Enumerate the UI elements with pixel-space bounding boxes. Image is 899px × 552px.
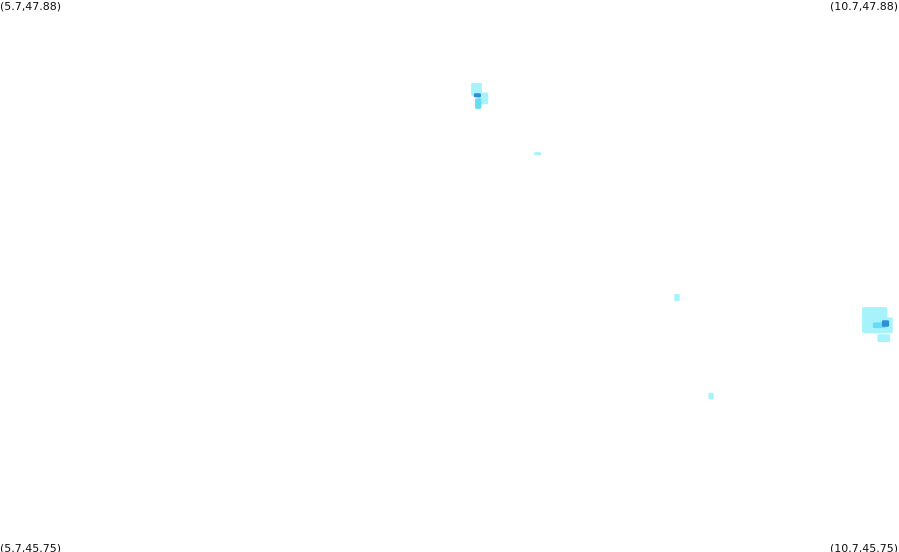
precip-cell-medium: [475, 98, 482, 109]
precip-cell-light: [534, 152, 542, 156]
precip-cell-light: [674, 293, 680, 302]
precip-cell-light: [877, 334, 890, 343]
corner-label-bottom-left: (5.7,45.75): [0, 542, 62, 552]
precip-cell-light: [708, 392, 714, 400]
corner-label-top-right: (10.7,47.88): [829, 0, 898, 13]
precip-cell-dark: [473, 93, 481, 98]
corner-label-top-left: (5.7,47.88): [0, 0, 62, 13]
corner-label-bottom-right: (10.7,45.75): [829, 542, 898, 552]
precip-cell-dark: [881, 320, 890, 327]
precip-cell-light: [862, 307, 888, 321]
